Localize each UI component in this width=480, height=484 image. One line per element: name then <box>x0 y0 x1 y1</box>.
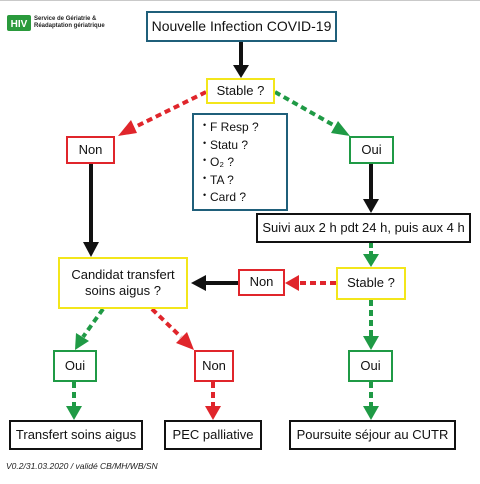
vital-signs-checklist: F Resp ? Statu ? O₂ ? TA ? Card ? <box>192 113 288 211</box>
node-oui-right: Oui <box>349 136 394 164</box>
arrow-non-to-pec <box>205 382 221 420</box>
arrow-non-to-candidat-left <box>191 275 238 291</box>
node-non-mid: Non <box>238 269 285 296</box>
arrow-oui-to-suivi <box>363 164 379 213</box>
arrow-suivi-to-stable-2 <box>363 243 379 267</box>
checklist-item: TA ? <box>203 170 286 190</box>
node-suivi: Suivi aux 2 h pdt 24 h, puis aux 4 h <box>256 213 471 243</box>
arrow-stable-to-oui-right <box>274 90 350 136</box>
node-candidat: Candidat transfert soins aigus ? <box>58 257 188 309</box>
node-oui-bottom: Oui <box>348 350 393 382</box>
hospital-logo: HIV Service de Gériatrie & Réadaptation … <box>7 15 105 31</box>
node-non-left: Non <box>66 136 115 164</box>
arrow-non-to-candidat <box>83 164 99 257</box>
node-title: Nouvelle Infection COVID-19 <box>146 11 337 42</box>
node-poursuite: Poursuite séjour au CUTR <box>289 420 456 450</box>
arrow-oui-to-transfert <box>66 382 82 420</box>
version-footer: V0.2/31.03.2020 / validé CB/MH/WB/SN <box>6 461 158 471</box>
arrow-stable-to-non-left <box>118 90 207 136</box>
arrow-stable-2-to-non <box>285 275 336 291</box>
node-pec: PEC palliative <box>164 420 262 450</box>
logo-mark-text: HIV <box>11 19 28 30</box>
arrow-candidat-to-oui <box>75 307 105 350</box>
logo-line-2: Réadaptation gériatrique <box>34 23 105 29</box>
node-non-bottom: Non <box>194 350 234 382</box>
arrow-oui-to-poursuite <box>363 382 379 420</box>
node-stable-1: Stable ? <box>206 78 275 104</box>
checklist-item: F Resp ? <box>203 117 286 137</box>
node-oui-left: Oui <box>53 350 97 382</box>
arrow-stable-2-to-oui <box>363 300 379 350</box>
top-rule <box>0 0 480 1</box>
arrow-candidat-to-non <box>150 307 194 350</box>
node-transfert: Transfert soins aigus <box>9 420 143 450</box>
node-stable-2: Stable ? <box>336 267 406 300</box>
checklist-item: O₂ ? <box>203 152 286 172</box>
checklist-item: Card ? <box>203 187 286 207</box>
logo-text: Service de Gériatrie & Réadaptation géri… <box>34 16 105 30</box>
logo-line-1: Service de Gériatrie & <box>34 16 97 22</box>
arrow-title-to-stable <box>233 42 249 78</box>
checklist-item: Statu ? <box>203 135 286 155</box>
hospital-logo-icon: HIV <box>7 15 31 31</box>
